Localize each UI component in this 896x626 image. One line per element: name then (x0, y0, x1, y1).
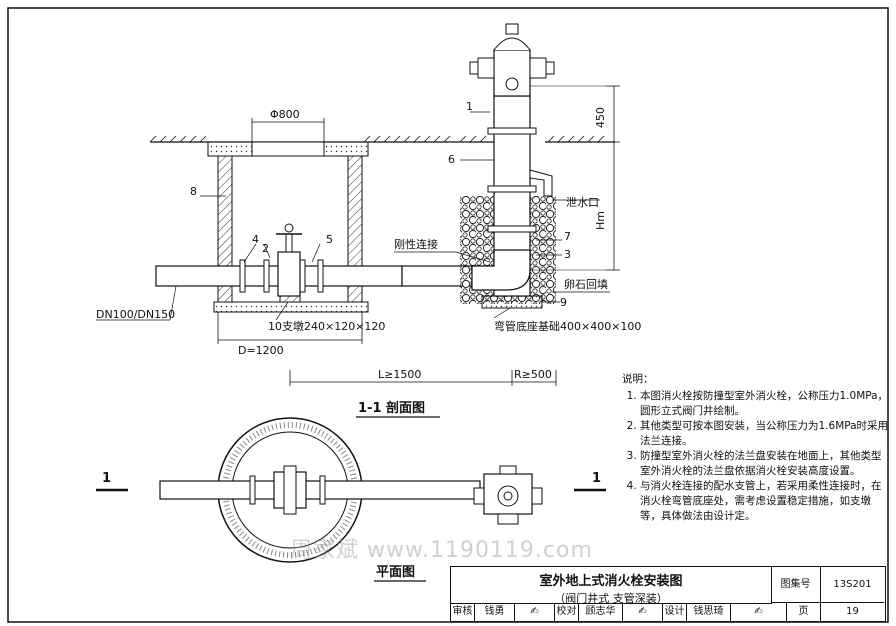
item-1: 1 (466, 100, 473, 113)
drawing-title: 室外地上式消火栓安装图 (539, 574, 683, 589)
plan-title: 平面图 (376, 565, 415, 580)
review-label: 审核 (451, 603, 475, 621)
label-rigid-joint: 刚性连接 (394, 237, 438, 251)
section-title: 1-1 剖面图 (358, 400, 425, 416)
well-floor (213, 301, 369, 313)
dim-R: R≥500 (514, 368, 552, 381)
plan-marker-left: 1 (102, 471, 111, 486)
page-label: 页 (787, 603, 821, 621)
label-support: 支墩240×120×120 (282, 319, 385, 333)
elbow (471, 249, 531, 291)
dim-well-diameter: D=1200 (238, 344, 284, 357)
page-number: 19 (846, 606, 859, 617)
item-9: 9 (560, 296, 567, 309)
item-2: 2 (262, 242, 269, 255)
dim-Hm: Hm (594, 211, 607, 230)
dim-450: 450 (594, 107, 607, 128)
label-drain: 泄水口 (566, 196, 599, 209)
item-10: 10 (268, 320, 282, 333)
dim-L: L≥1500 (378, 368, 421, 381)
review-signature: ✍ (515, 603, 555, 621)
review-name: 钱勇 (475, 603, 515, 621)
title-block: 室外地上式消火栓安装图 （阀门井式 支管深装） 图集号 13S201 审核 钱勇… (450, 566, 886, 622)
notes-list: 本图消火栓按防撞型室外消火栓，公称压力1.0MPa，圆形立式阀门井绘制。 其他类… (622, 389, 890, 524)
item-5: 5 (326, 233, 333, 246)
design-label: 设计 (663, 603, 687, 621)
gate-valve (277, 251, 301, 297)
check-name: 顾志华 (579, 603, 623, 621)
title-block-title: 室外地上式消火栓安装图 （阀门井式 支管深装） (451, 567, 772, 605)
plan-marker-right: 1 (592, 471, 601, 486)
notes-block: 说明： 本图消火栓按防撞型室外消火栓，公称压力1.0MPa，圆形立式阀门井绘制。… (622, 372, 890, 524)
support-pier (279, 295, 301, 303)
label-pipe-size: DN100/DN150 (96, 308, 175, 321)
watermark: 周家斌 www.1190119.com (290, 538, 593, 563)
item-7: 7 (564, 230, 571, 243)
note-item: 其他类型可按本图安装，当公称压力为1.6MPa时采用法兰连接。 (640, 419, 890, 449)
elbow-base (481, 295, 543, 309)
plan-view: 1 1 平面图 (96, 417, 606, 582)
atlas-number: 13S201 (821, 567, 884, 603)
note-item: 本图消火栓按防撞型室外消火栓，公称压力1.0MPa，圆形立式阀门井绘制。 (640, 389, 890, 419)
item-6: 6 (448, 153, 455, 166)
dim-well-opening: Φ800 (270, 108, 300, 121)
drawing-frame (7, 7, 889, 623)
label-pebble: 卵石回填 (564, 277, 608, 291)
note-item: 防撞型室外消火栓的法兰盘安装在地面上，其他类型室外消火栓的法兰盘依据消火栓安装高… (640, 449, 890, 479)
check-label: 校对 (555, 603, 579, 621)
check-signature: ✍ (623, 603, 663, 621)
label-elbow-base: 弯管底座基础400×400×100 (494, 319, 641, 333)
note-item: 与消火栓连接的配水支管上，若采用柔性连接时，在消火栓弯管底座处，需考虑设置稳定措… (640, 479, 890, 524)
design-signature: ✍ (731, 603, 787, 621)
notes-heading: 说明： (622, 373, 654, 385)
section-view: Φ800 D=1200 L≥1500 R≥500 450 Hm 1 6 2 4 … (96, 23, 641, 418)
item-8: 8 (190, 185, 197, 198)
item-4: 4 (252, 233, 259, 246)
drawing-subtitle: （阀门井式 支管深装） (554, 592, 668, 605)
atlas-label: 图集号 (771, 567, 821, 603)
item-3: 3 (564, 248, 571, 261)
design-name: 钱思琦 (687, 603, 731, 621)
